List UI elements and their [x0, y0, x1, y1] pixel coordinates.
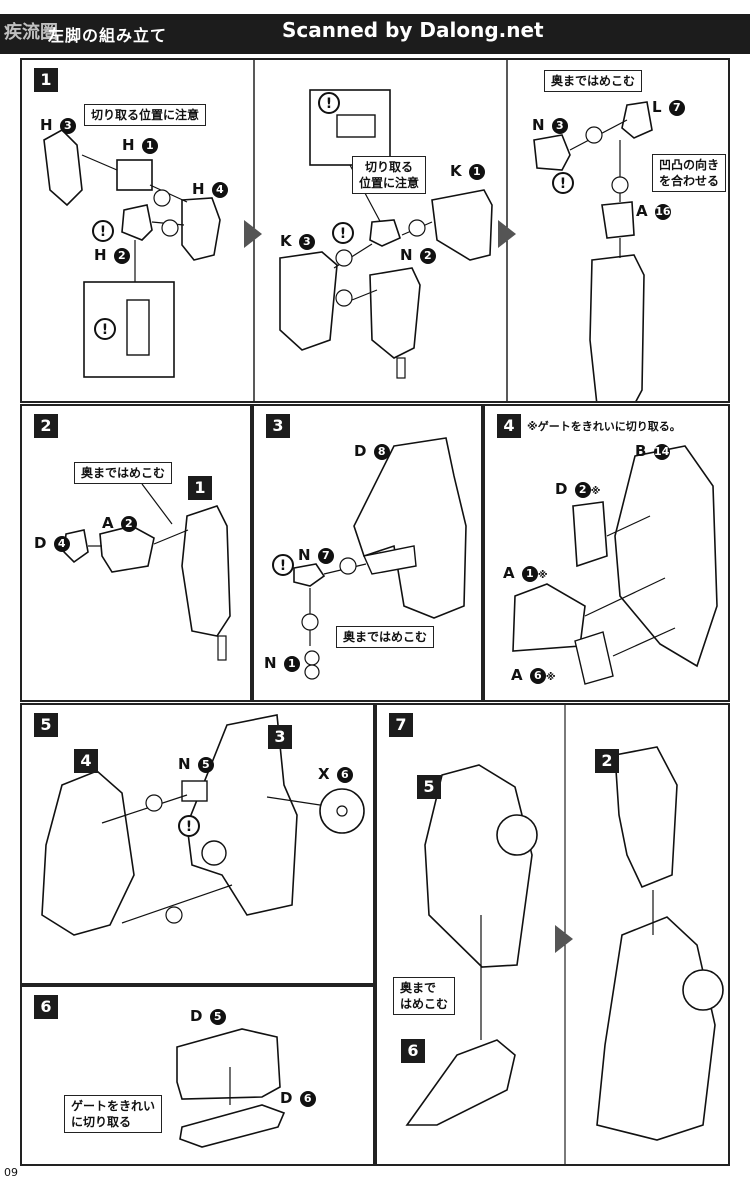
part-d8: D 8	[354, 442, 390, 460]
part-n5: N 5	[178, 755, 214, 773]
step-4-diagram	[512, 445, 718, 685]
cut-position-label: 切り取る位置に注意	[84, 104, 207, 126]
part-n2: N 2	[400, 246, 436, 264]
step-3-diagram	[293, 437, 467, 680]
ref-step-4: 4	[74, 749, 98, 773]
step-3-panel: 3 奥まではめこむ D 8 N 7 N 1 !	[252, 404, 483, 702]
page-number: 09	[4, 1166, 18, 1179]
part-x6: X 6	[318, 765, 353, 783]
part-d4: D 4	[34, 534, 70, 552]
part-b14: B 14	[635, 442, 670, 460]
step-2-panel: 2 奥まではめこむ 1 D 4 A 2	[20, 404, 252, 702]
step-5-panel: 5 4 3 N 5 X 6 !	[20, 703, 375, 985]
step-number: 6	[34, 995, 58, 1019]
part-n1: N 1	[264, 654, 300, 672]
part-d2: D 2※	[555, 480, 601, 498]
step-2-diagram	[63, 483, 231, 661]
header-bar	[0, 14, 750, 54]
step-number: 7	[389, 713, 413, 737]
step-5-diagram	[41, 714, 365, 936]
ref-step-3: 3	[268, 725, 292, 749]
caution-icon: !	[178, 815, 200, 837]
step-6-diagram	[176, 1028, 286, 1148]
step-number: 2	[34, 414, 58, 438]
step-number: 3	[266, 414, 290, 438]
step-number: 5	[34, 713, 58, 737]
align-label: 凹凸の向きを合わせる	[652, 154, 727, 192]
caution-icon: !	[94, 318, 116, 340]
caution-icon: !	[272, 554, 294, 576]
step-1-panel: 1	[20, 58, 730, 403]
flow-arrow	[498, 220, 516, 248]
step-7-diagram	[405, 705, 724, 1164]
part-a2: A 2	[102, 514, 137, 532]
push-label: 奥まではめこむ	[74, 462, 173, 484]
part-n3: N 3	[532, 116, 568, 134]
part-l7: L 7	[652, 98, 685, 116]
push-label: 奥まではめこむ	[544, 70, 643, 92]
part-h4: H 4	[192, 180, 228, 198]
part-h3: H 3	[40, 116, 76, 134]
step-number: 4	[497, 414, 521, 438]
part-k1: K 1	[450, 162, 485, 180]
caution-icon: !	[552, 172, 574, 194]
step-6-panel: 6 ゲートをきれいに切り取る D 5 D 6	[20, 985, 375, 1166]
push-label: 奥まではめこむ	[336, 626, 435, 648]
ref-step-2: 2	[595, 749, 619, 773]
part-d5: D 5	[190, 1007, 226, 1025]
step-7-panel: 7 5 6 2 奥まではめこむ	[375, 703, 730, 1166]
gate-label: ゲートをきれいに切り取る	[64, 1095, 163, 1133]
caution-icon: !	[92, 220, 114, 242]
caution-icon: !	[318, 92, 340, 114]
part-h1: H 1	[122, 136, 158, 154]
cut-position-label-2: 切り取る位置に注意	[352, 156, 427, 194]
step-4-panel: 4 ※ゲートをきれいに切り取る。 B 14 D 2※ A 1※ A 6※	[483, 404, 730, 702]
page-title: 左脚の組み立て	[48, 26, 168, 45]
part-h2: H 2	[94, 246, 130, 264]
step-number: 1	[34, 68, 58, 92]
part-n7: N 7	[298, 546, 334, 564]
push-label: 奥まではめこむ	[393, 977, 456, 1015]
flow-arrow	[244, 220, 262, 248]
flow-arrow	[555, 925, 573, 953]
ref-step-6: 6	[401, 1039, 425, 1063]
part-k3: K 3	[280, 232, 315, 250]
ref-step-5: 5	[417, 775, 441, 799]
part-d6: D 6	[280, 1089, 316, 1107]
gate-note: ※ゲートをきれいに切り取る。	[527, 420, 681, 433]
watermark: Scanned by Dalong.net	[282, 18, 544, 42]
part-a1: A 1※	[503, 564, 548, 582]
caution-icon: !	[332, 222, 354, 244]
part-a16: A 16	[636, 202, 671, 220]
part-a6: A 6※	[511, 666, 556, 684]
logo: 疾流圏	[4, 22, 58, 43]
ref-step-1: 1	[188, 476, 212, 500]
